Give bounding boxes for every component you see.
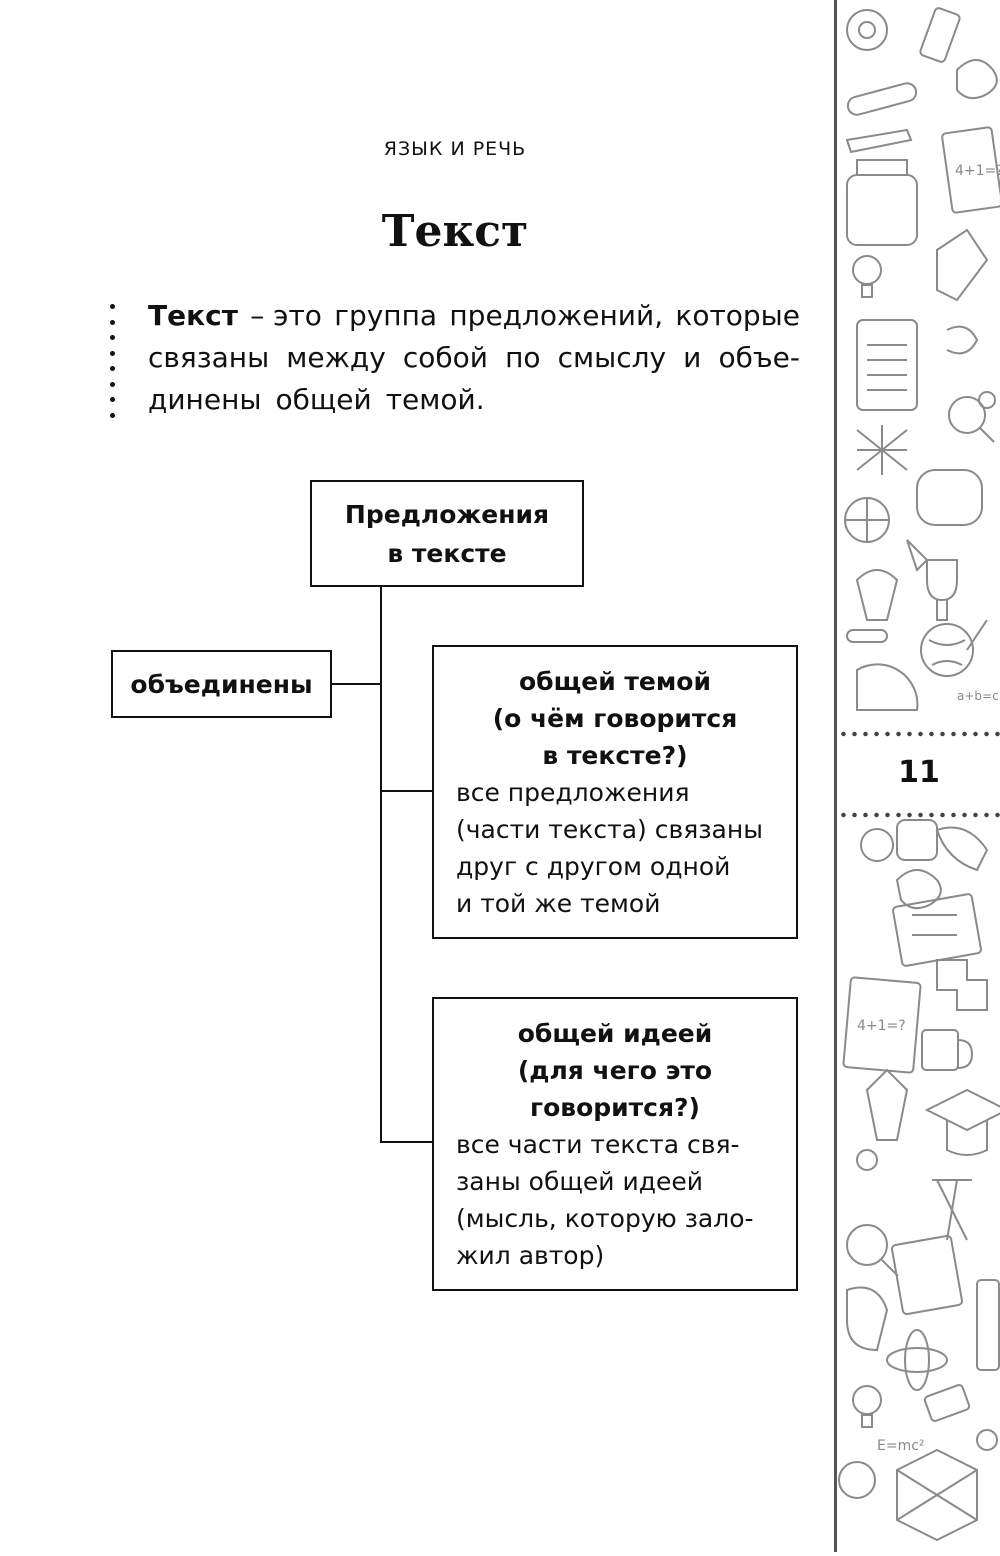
diagram-united-box: объединены	[111, 650, 332, 718]
topic-body-line: друг с другом одной	[456, 848, 796, 885]
root-box-line: в тексте	[387, 534, 506, 573]
svg-text:4+1=?: 4+1=?	[857, 1018, 906, 1034]
definition-term: Текст	[148, 295, 238, 337]
idea-heading-line: говорится?)	[456, 1089, 796, 1126]
definition-word: общей	[276, 379, 372, 421]
connector-box1	[380, 790, 433, 792]
dotted-margin-marker	[110, 304, 116, 418]
definition-word: предложений,	[449, 295, 663, 337]
definition-word: собой	[403, 337, 488, 379]
section-title: ЯЗЫК И РЕЧЬ	[0, 138, 910, 160]
idea-heading-line: (для чего это	[456, 1052, 796, 1089]
definition-line-1: Текст – это группа предложений, которые	[148, 295, 800, 337]
svg-text:E=mc²: E=mc²	[877, 1438, 925, 1454]
diagram-root-box: Предложения в тексте	[310, 480, 584, 587]
topic-heading-line: общей темой	[456, 663, 796, 700]
definition-paragraph: Текст – это группа предложений, которые …	[148, 295, 800, 421]
definition-word: – это	[250, 295, 322, 337]
united-box-label: объединены	[130, 670, 312, 699]
diagram-topic-box: общей темой (о чём говорится в тексте?) …	[432, 645, 798, 939]
page-title: Текст	[0, 206, 910, 257]
definition-word: темой.	[386, 379, 485, 421]
idea-body-line: жил автор)	[456, 1237, 796, 1274]
sidebar-dots-top	[838, 731, 1000, 737]
definition-word: объе-	[718, 337, 800, 379]
definition-word: динены	[148, 379, 262, 421]
definition-line-3: динены общей темой.	[148, 379, 800, 421]
page-number: 11	[838, 755, 1000, 790]
definition-line-2: связаны между собой по смыслу и объе-	[148, 337, 800, 379]
topic-body-line: и той же темой	[456, 885, 796, 922]
topic-heading-line: (о чём говорится	[456, 700, 796, 737]
diagram-idea-box: общей идеей (для чего это говорится?) вс…	[432, 997, 798, 1291]
definition-word: и	[683, 337, 701, 379]
svg-text:4+1=?: 4+1=?	[955, 163, 1000, 179]
definition-word: которые	[675, 295, 800, 337]
definition-word: по	[505, 337, 540, 379]
idea-body-line: все части текста свя-	[456, 1126, 796, 1163]
topic-body-line: все предложения	[456, 774, 796, 811]
definition-word: смыслу	[558, 337, 667, 379]
topic-heading-line: в тексте?)	[456, 737, 796, 774]
svg-text:a+b=c: a+b=c	[957, 689, 999, 703]
topic-body-line: (части текста) связаны	[456, 811, 796, 848]
connector-box2	[380, 1141, 433, 1143]
definition-word: группа	[334, 295, 437, 337]
idea-heading-line: общей идеей	[456, 1015, 796, 1052]
idea-body-line: (мысль, которую зало-	[456, 1200, 796, 1237]
connector-trunk	[380, 586, 382, 1142]
definition-word: связаны	[148, 337, 269, 379]
root-box-line: Предложения	[345, 495, 549, 534]
idea-body-line: заны общей идеей	[456, 1163, 796, 1200]
sidebar-dots-bottom	[838, 812, 1000, 818]
connector-left	[331, 683, 381, 685]
definition-word: между	[286, 337, 386, 379]
